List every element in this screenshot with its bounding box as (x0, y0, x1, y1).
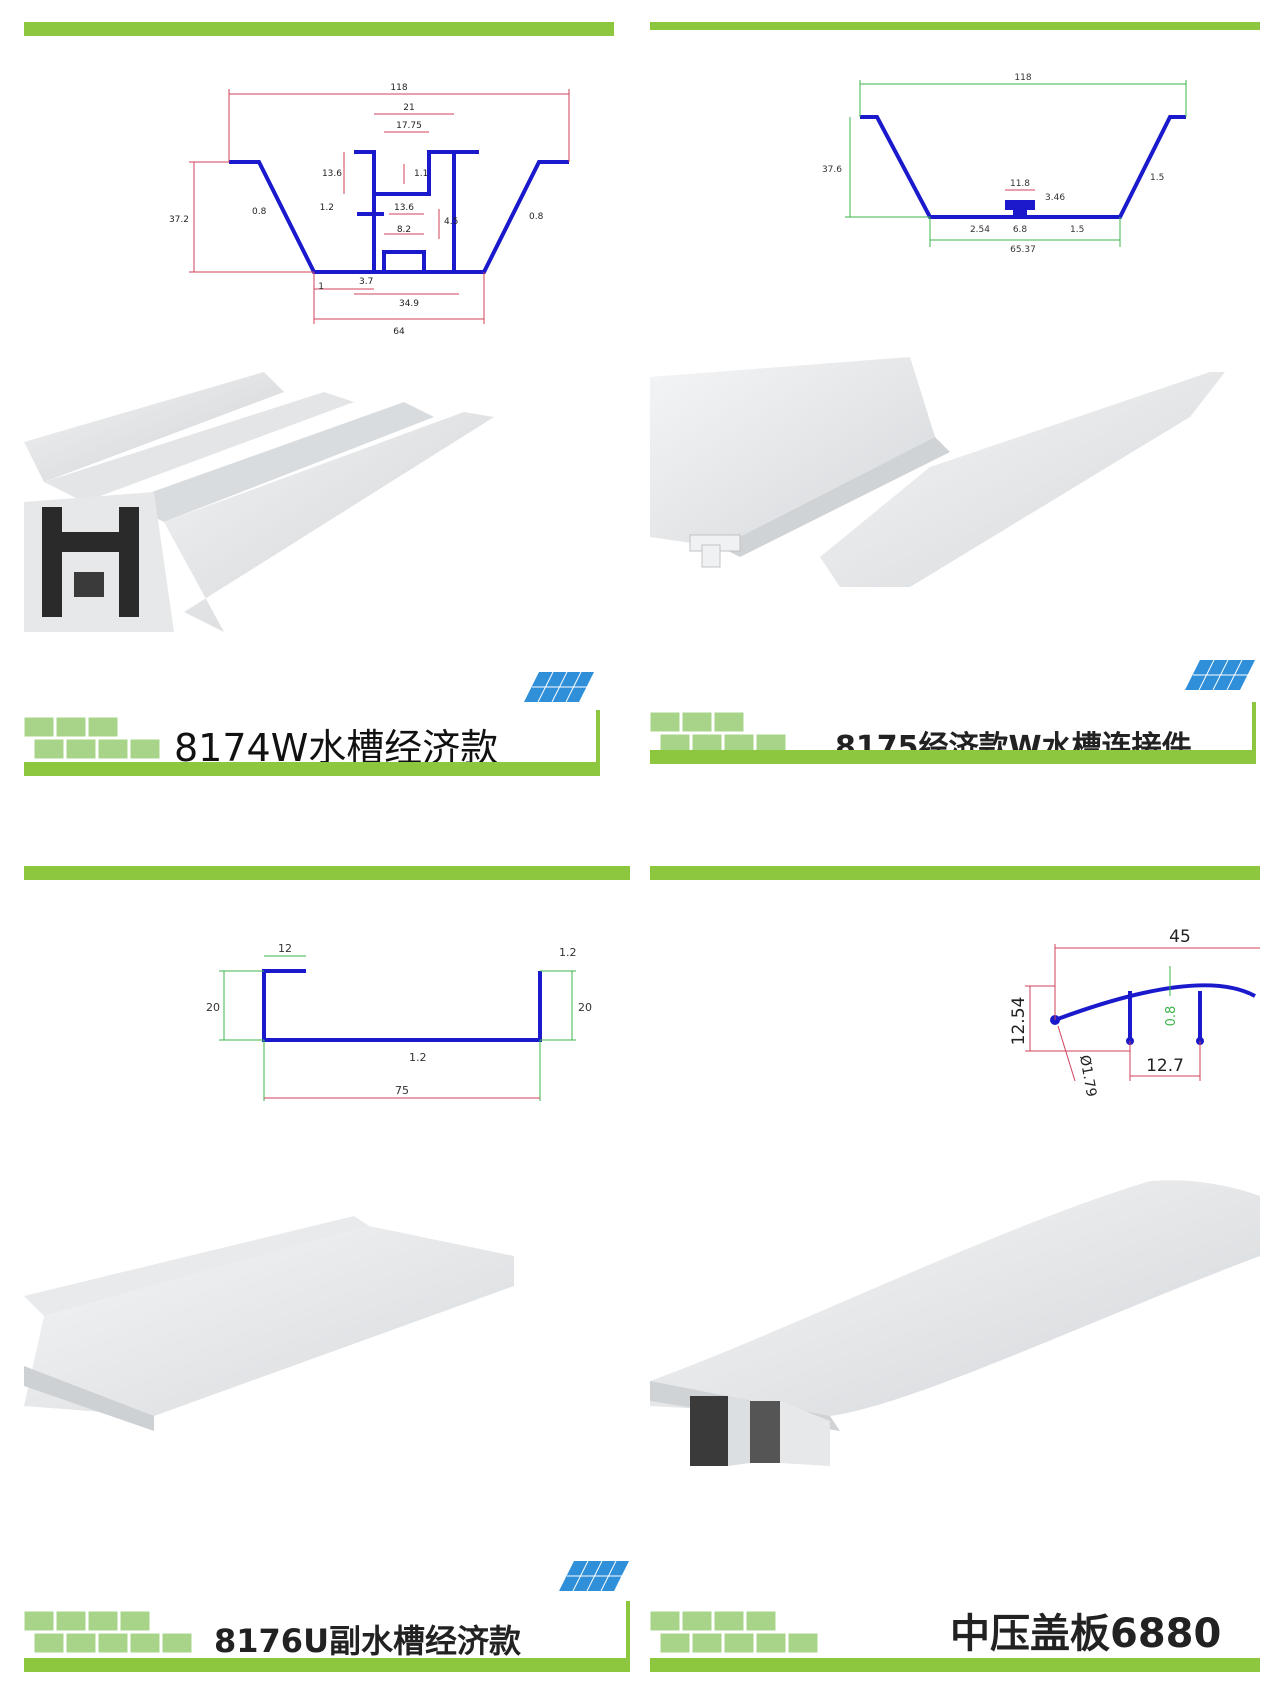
card-top-bar (24, 22, 614, 36)
dim-label: 3.46 (1045, 193, 1065, 203)
dim-label: 8.2 (397, 225, 411, 235)
dim-label: 45 (1169, 927, 1191, 947)
dim-label: 0.8 (252, 207, 267, 217)
technical-drawing-8174: 118 21 17.75 13.6 1.1 37.2 0.8 1.2 13.6 … (169, 83, 570, 337)
technical-drawing-8176: 12 1.2 20 20 1.2 75 (206, 942, 592, 1101)
product-card-8176: 12 1.2 20 20 1.2 75 8176U副水槽经济款 (24, 866, 634, 1696)
dim-label: 1 (318, 282, 324, 292)
solar-panel-icon (559, 1561, 629, 1592)
dim-label: Ø1.79 (1076, 1054, 1099, 1098)
card-bottom-bar (650, 1658, 1260, 1672)
dim-label: 20 (578, 1001, 592, 1014)
solar-array-icon (24, 1611, 193, 1654)
card-bottom-bar (650, 750, 1256, 764)
dim-label: 13.6 (322, 169, 342, 179)
dim-label: 37.6 (822, 165, 842, 175)
dim-label: 1.2 (409, 1051, 427, 1064)
dim-label: 4.5 (444, 217, 458, 227)
dim-label: 17.75 (396, 121, 422, 131)
dim-label: 3.7 (359, 277, 373, 287)
product-title: 8176U副水槽经济款 (214, 1622, 522, 1660)
dim-label: 37.2 (169, 215, 189, 225)
dim-label: 34.9 (399, 299, 419, 309)
dim-label: 2.54 (970, 225, 990, 235)
dim-label: 1.5 (1150, 173, 1164, 183)
dim-label: 118 (390, 83, 407, 93)
product-render-8175 (650, 357, 1225, 587)
dim-label: 1.2 (320, 203, 334, 213)
dim-label: 20 (206, 1001, 220, 1014)
dim-label: 75 (395, 1084, 409, 1097)
banner-edge (596, 710, 600, 776)
dim-label: 64 (393, 327, 405, 337)
dim-label: 6.8 (1013, 225, 1028, 235)
technical-drawing-8175: 118 37.6 1.5 11.8 3.46 2.54 6.8 1.5 65.3… (822, 73, 1187, 255)
dim-label: 11.8 (1010, 179, 1030, 189)
dim-label: 1.5 (1070, 225, 1084, 235)
product-render-6880 (650, 1180, 1260, 1466)
dim-label: 1.2 (559, 946, 577, 959)
card-top-bar (650, 22, 1260, 30)
card-bottom-bar (24, 1658, 630, 1672)
dim-label: 12.54 (1009, 997, 1029, 1046)
banner-edge (626, 1601, 630, 1671)
product-title: 中压盖板6880 (950, 1611, 1222, 1657)
dim-label: 0.8 (529, 212, 544, 222)
product-render-8174 (24, 372, 494, 632)
solar-panel-icon (524, 672, 594, 703)
dim-label: 118 (1014, 73, 1031, 83)
dim-label: 1.1 (414, 169, 428, 179)
solar-panel-icon (1185, 660, 1255, 691)
product-card-6880: 45 12.54 0.8 Ø1.79 12.7 中压盖板6880 (650, 866, 1260, 1696)
product-card-8175: 118 37.6 1.5 11.8 3.46 2.54 6.8 1.5 65.3… (650, 22, 1260, 844)
product-card-8174: 118 21 17.75 13.6 1.1 37.2 0.8 1.2 13.6 … (24, 22, 614, 844)
card-top-bar (24, 866, 630, 880)
card-bottom-bar (24, 762, 600, 776)
dim-label: 12 (278, 942, 292, 955)
solar-array-icon (24, 717, 161, 760)
card-top-bar (650, 866, 1260, 880)
dim-label: 65.37 (1010, 245, 1036, 255)
solar-array-icon (650, 1611, 819, 1654)
product-render-8176 (24, 1216, 514, 1431)
dim-label: 0.8 (1164, 1006, 1179, 1027)
dim-label: 21 (403, 103, 414, 113)
banner-edge (1252, 702, 1256, 762)
solar-array-icon (650, 712, 787, 755)
dim-label: 13.6 (394, 203, 414, 213)
dim-label: 12.7 (1146, 1056, 1184, 1076)
technical-drawing-6880: 45 12.54 0.8 Ø1.79 12.7 (1009, 927, 1260, 1098)
